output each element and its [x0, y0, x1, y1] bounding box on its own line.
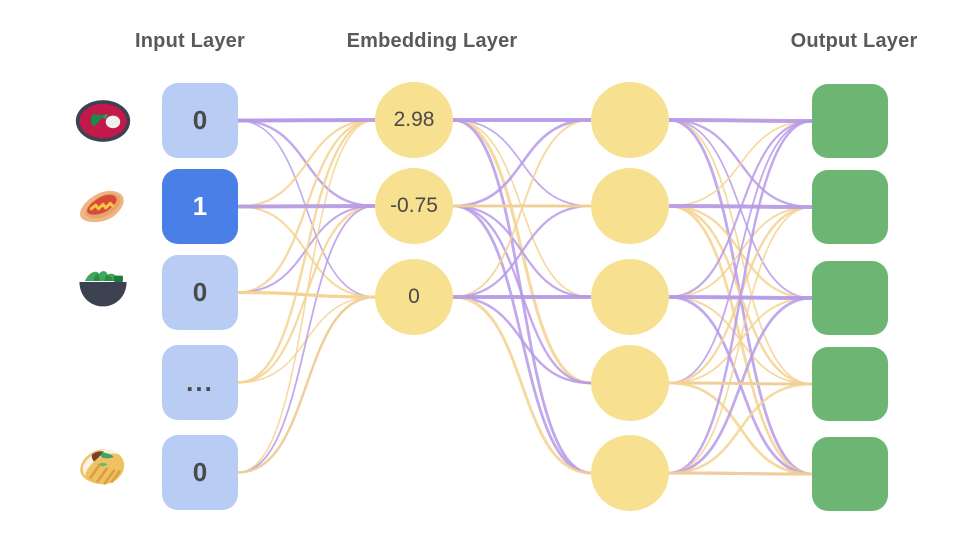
- input-node-0-value: 0: [192, 105, 208, 135]
- hidden-node-4[interactable]: [591, 435, 669, 511]
- output-node-3[interactable]: [812, 347, 888, 421]
- hot-dog-icon: [80, 190, 124, 223]
- input-node-1-value: 1: [192, 191, 208, 221]
- input-node-4-value: 0: [192, 457, 208, 487]
- embedding-node-1-value: -0.75: [390, 194, 438, 217]
- input-node-2-value: 0: [192, 277, 208, 307]
- output-layer-title: Output Layer: [790, 30, 918, 52]
- green-salad-icon: [79, 271, 127, 307]
- input-node-2[interactable]: 0: [162, 255, 238, 330]
- embedding-node-0-value: 2.98: [393, 108, 435, 131]
- embedding-node-1[interactable]: -0.75: [375, 168, 453, 244]
- embedding-node-2-value: 0: [408, 285, 420, 308]
- output-node-0[interactable]: [812, 84, 888, 158]
- input-layer-title: Input Layer: [135, 30, 245, 52]
- embedding-layer-title: Embedding Layer: [346, 30, 518, 52]
- input-node-3-value: ...: [186, 367, 214, 397]
- output-node-4[interactable]: [812, 437, 888, 511]
- hidden-node-3[interactable]: [591, 345, 669, 421]
- input-node-3[interactable]: ...: [162, 345, 238, 420]
- hidden-node-1[interactable]: [591, 168, 669, 244]
- input-node-0[interactable]: 0: [162, 83, 238, 158]
- hidden-node-0[interactable]: [591, 82, 669, 158]
- borscht-bowl-icon: [75, 100, 131, 142]
- embedding-node-2[interactable]: 0: [375, 259, 453, 335]
- embedding-node-0[interactable]: 2.98: [375, 82, 453, 158]
- input-node-1[interactable]: 1: [162, 169, 238, 244]
- burrito-icon: [80, 449, 125, 485]
- input-node-4[interactable]: 0: [162, 435, 238, 510]
- output-node-2[interactable]: [812, 261, 888, 335]
- output-node-1[interactable]: [812, 170, 888, 244]
- hidden-node-2[interactable]: [591, 259, 669, 335]
